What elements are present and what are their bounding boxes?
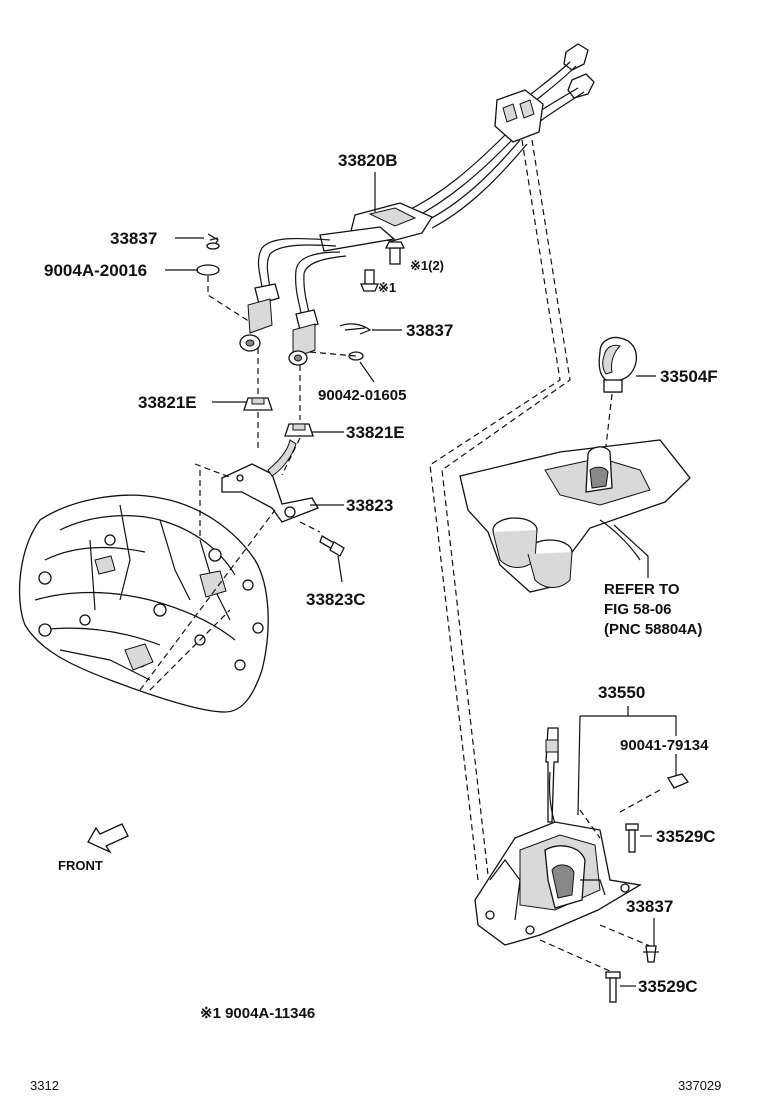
label-90042-01605: 90042-01605 bbox=[318, 387, 406, 404]
label-33821e-left: 33821E bbox=[138, 393, 197, 412]
bolt-33823c bbox=[319, 535, 345, 557]
clip-and-washer-top bbox=[196, 233, 251, 323]
footnote: ※1 9004A-11346 bbox=[200, 1005, 315, 1022]
bolt-parts bbox=[360, 241, 406, 292]
label-refer-line2: FIG 58-06 bbox=[604, 601, 672, 618]
bracket-33823 bbox=[221, 439, 319, 523]
label-9004a-20016: 9004A-20016 bbox=[44, 261, 147, 280]
front-arrow-icon bbox=[87, 823, 129, 854]
page-code-right: 337029 bbox=[678, 1078, 721, 1093]
label-33820b: 33820B bbox=[338, 151, 398, 170]
page-code-left: 3312 bbox=[30, 1078, 59, 1093]
label-33504f: 33504F bbox=[660, 367, 718, 386]
dash-cable-to-lever-b bbox=[441, 139, 571, 876]
label-33837-mid: 33837 bbox=[406, 321, 453, 340]
clip-33837-lower bbox=[599, 924, 659, 963]
dash-bracket-bolt bbox=[299, 521, 321, 533]
label-33837-top: 33837 bbox=[110, 229, 157, 248]
label-refer-line3: (PNC 58804A) bbox=[604, 621, 702, 638]
dash-cable-to-lever-a bbox=[429, 139, 561, 881]
bushing-parts bbox=[243, 397, 314, 476]
label-note1-2: ※1(2) bbox=[410, 258, 444, 273]
bolt-33529c-upper bbox=[625, 823, 639, 853]
leader-lines bbox=[165, 172, 677, 987]
label-33823c: 33823C bbox=[306, 590, 366, 609]
label-33550: 33550 bbox=[598, 683, 645, 702]
label-33821e-right: 33821E bbox=[346, 423, 405, 442]
nut-90041-79134 bbox=[667, 773, 690, 789]
label-33529c-upper: 33529C bbox=[656, 827, 716, 846]
transmission-housing bbox=[18, 470, 276, 713]
label-front: FRONT bbox=[58, 858, 103, 873]
label-33529c-lower: 33529C bbox=[638, 977, 698, 996]
label-33823: 33823 bbox=[346, 496, 393, 515]
label-note1: ※1 bbox=[378, 280, 396, 295]
shift-cable-assembly bbox=[239, 43, 595, 366]
label-refer-line1: REFER TO bbox=[604, 581, 680, 598]
dash-bracket-left bbox=[194, 463, 233, 479]
center-console bbox=[459, 439, 691, 593]
bolt-33529c-lower bbox=[539, 939, 621, 1003]
label-90041-79134: 90041-79134 bbox=[620, 737, 709, 754]
shift-lever-assembly bbox=[474, 727, 661, 946]
label-33837-lower: 33837 bbox=[626, 897, 673, 916]
clip-and-washer-mid bbox=[309, 323, 372, 361]
shift-knob bbox=[598, 336, 638, 447]
